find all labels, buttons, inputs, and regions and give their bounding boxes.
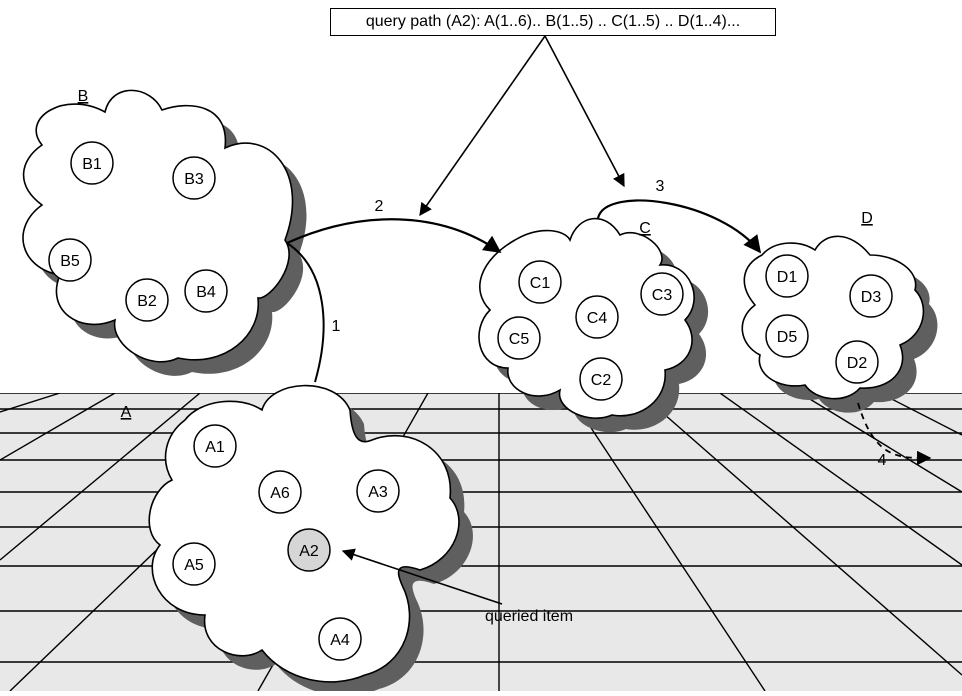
svg-text:D1: D1 [777,269,798,286]
svg-text:3: 3 [656,178,665,195]
svg-text:D3: D3 [861,289,882,306]
ground-plane [0,393,962,691]
cluster-b [22,89,307,376]
cluster-c-label: C [639,220,651,237]
svg-text:4: 4 [878,452,887,469]
node-c4: C4 [575,295,619,339]
node-c5: C5 [497,316,541,360]
svg-text:2: 2 [375,198,384,215]
node-b2: B2 [125,278,169,322]
node-b3: B3 [172,156,216,200]
svg-text:A3: A3 [368,484,388,501]
svg-text:D2: D2 [847,355,868,372]
svg-text:D5: D5 [777,329,798,346]
svg-text:C2: C2 [591,372,612,389]
svg-text:C3: C3 [652,287,673,304]
cluster-b-label: B [78,88,89,105]
queried-item-annotation: queried item [341,548,573,625]
node-a4: A4 [318,617,362,661]
node-a1: A1 [193,424,237,468]
node-c2: C2 [579,357,623,401]
edge-1: 1 [286,242,341,383]
node-b4: B4 [184,269,228,313]
cluster-d-label: D [861,210,873,227]
svg-text:C4: C4 [587,310,608,327]
svg-text:C5: C5 [509,331,530,348]
node-a2-highlighted: A2 [287,528,331,572]
queried-item-label: queried item [485,608,573,625]
node-d5: D5 [765,314,809,358]
svg-text:C1: C1 [530,275,551,292]
node-d2: D2 [835,340,879,384]
svg-text:1: 1 [332,318,341,335]
edge-3: 3 [596,178,762,254]
edge-2: 2 [286,198,502,254]
svg-text:A6: A6 [270,485,290,502]
svg-text:A4: A4 [330,632,350,649]
svg-text:B4: B4 [196,284,216,301]
svg-text:B1: B1 [82,156,102,173]
svg-text:B3: B3 [184,171,204,188]
svg-text:B2: B2 [137,293,157,310]
node-c1: C1 [518,260,562,304]
query-path-arrows [419,35,625,217]
node-a6: A6 [258,470,302,514]
query-path-box: query path (A2): A(1..6).. B(1..5) .. C(… [330,8,776,36]
node-d3: D3 [849,274,893,318]
svg-text:A1: A1 [205,439,225,456]
svg-text:B5: B5 [60,253,80,270]
cluster-a-label: A [121,404,132,421]
node-b5: B5 [48,238,92,282]
svg-text:A5: A5 [184,557,204,574]
svg-text:A2: A2 [299,543,319,560]
node-b1: B1 [70,141,114,185]
node-c3: C3 [640,272,684,316]
node-d1: D1 [765,254,809,298]
node-a3: A3 [356,469,400,513]
node-a5: A5 [172,542,216,586]
edge-4: 4 [857,402,932,469]
